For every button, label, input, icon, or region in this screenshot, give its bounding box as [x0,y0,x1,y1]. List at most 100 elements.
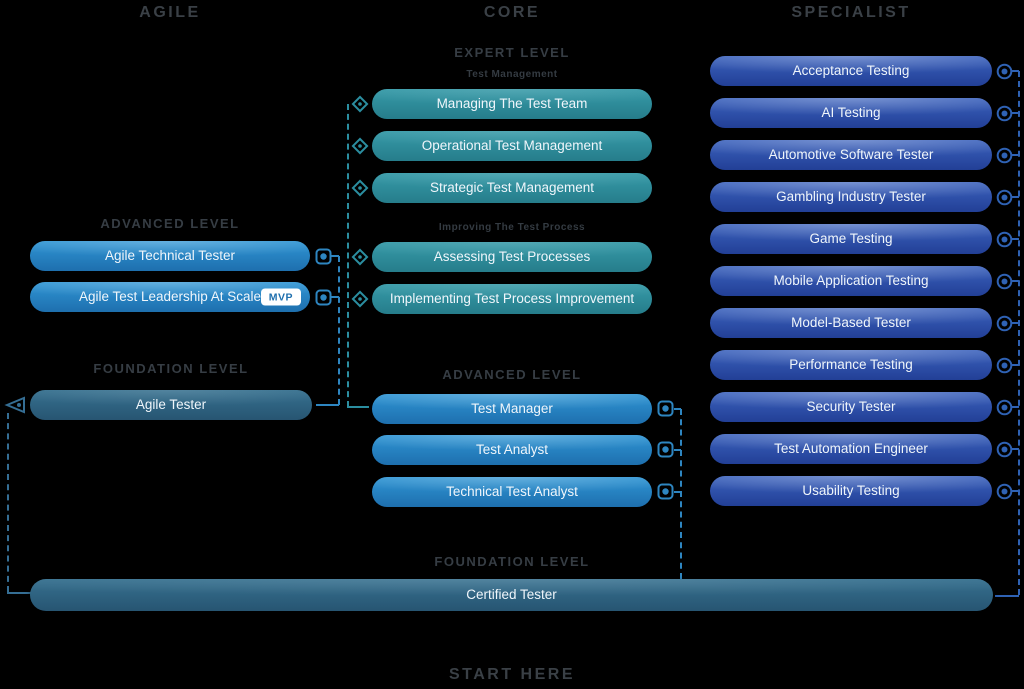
target-icon [315,248,332,265]
ring-icon [996,147,1013,164]
pill-label: Operational Test Management [421,138,603,153]
pill-automotive-software-tester[interactable]: Automotive Software Tester [710,140,992,170]
specialist-stub [1012,448,1019,450]
specialist-stub [1012,112,1019,114]
agile-advanced-connector-elbow [316,404,339,406]
pill-label: Security Tester [806,399,896,414]
ring-icon [996,483,1013,500]
target-icon [657,483,674,500]
ring-icon [996,189,1013,206]
specialist-connector-elbow [995,595,1019,597]
core-advanced-stub-2 [674,449,681,451]
pill-label: Implementing Test Process Improvement [389,291,635,306]
diamond-icon [351,137,369,155]
pill-label: Mobile Application Testing [773,273,929,288]
pill-certified-tester[interactable]: Certified Tester [30,579,993,611]
specialist-stub [1012,154,1019,156]
pill-ai-testing[interactable]: AI Testing [710,98,992,128]
expert-to-advanced-connector-line [347,104,349,407]
diamond-icon [351,290,369,308]
pill-label: Performance Testing [789,357,913,372]
pill-usability-testing[interactable]: Usability Testing [710,476,992,506]
pill-assessing-test-processes[interactable]: Assessing Test Processes [372,242,652,272]
pill-test-automation-engineer[interactable]: Test Automation Engineer [710,434,992,464]
agile-advanced-stub-1 [331,255,339,257]
pill-test-manager[interactable]: Test Manager [372,394,652,424]
pill-label: Gambling Industry Tester [776,189,926,204]
foundation-level-label: FOUNDATION LEVEL [434,554,590,569]
pill-technical-test-analyst[interactable]: Technical Test Analyst [372,477,652,507]
ring-icon [996,273,1013,290]
pill-implementing-test-process-improvement[interactable]: Implementing Test Process Improvement [372,284,652,314]
column-header-agile: AGILE [139,4,201,21]
pill-label: Game Testing [809,231,893,246]
core-advanced-stub-1 [674,408,681,410]
pill-acceptance-testing[interactable]: Acceptance Testing [710,56,992,86]
target-icon [657,441,674,458]
specialist-stub [1012,70,1019,72]
ring-icon [996,357,1013,374]
pill-operational-test-management[interactable]: Operational Test Management [372,131,652,161]
pill-label: Usability Testing [802,483,900,498]
expert-connector-elbow [347,406,369,408]
pill-agile-tester[interactable]: Agile Tester [30,390,312,420]
column-header-core: CORE [483,4,541,21]
pill-label: Acceptance Testing [792,63,910,78]
pill-agile-test-leadership-at-scale[interactable]: Agile Test Leadership At Scale MVP [30,282,310,312]
improving-test-process-group-label: Improving The Test Process [438,222,586,233]
specialist-stub [1012,406,1019,408]
core-advanced-level-label: ADVANCED LEVEL [442,367,582,382]
pill-label: Automotive Software Tester [768,147,934,162]
triangle-icon [4,396,25,414]
agile-foundation-level-label: FOUNDATION LEVEL [93,361,249,376]
pill-agile-technical-tester[interactable]: Agile Technical Tester [30,241,310,271]
specialist-stub [1012,280,1019,282]
pill-strategic-test-management[interactable]: Strategic Test Management [372,173,652,203]
test-management-group-label: Test Management [466,69,558,80]
pill-security-tester[interactable]: Security Tester [710,392,992,422]
target-icon [657,400,674,417]
pill-label: Test Automation Engineer [774,441,928,456]
specialist-stub [1012,322,1019,324]
pill-label: Agile Test Leadership At Scale [78,289,262,304]
pill-mobile-application-testing[interactable]: Mobile Application Testing [710,266,992,296]
agile-advanced-connector-line [338,256,340,405]
target-icon [315,289,332,306]
pill-label: Certified Tester [466,587,557,602]
agile-advanced-stub-2 [331,296,339,298]
ring-icon [996,441,1013,458]
ring-icon [996,105,1013,122]
ring-icon [996,399,1013,416]
agile-foundation-connector-elbow [7,592,31,594]
pill-label: Strategic Test Management [429,180,595,195]
pill-test-analyst[interactable]: Test Analyst [372,435,652,465]
pill-gambling-industry-tester[interactable]: Gambling Industry Tester [710,182,992,212]
core-advanced-to-foundation-line [680,409,682,579]
specialist-stub [1012,364,1019,366]
specialist-stub [1012,238,1019,240]
pill-performance-testing[interactable]: Performance Testing [710,350,992,380]
start-here-label: START HERE [448,666,576,683]
pill-label: Agile Technical Tester [104,248,236,263]
pill-managing-the-test-team[interactable]: Managing The Test Team [372,89,652,119]
column-header-specialist: SPECIALIST [791,4,911,21]
core-expert-level-label: EXPERT LEVEL [454,45,570,60]
diamond-icon [351,95,369,113]
specialist-stub [1012,196,1019,198]
agile-foundation-to-certified-line [7,413,9,592]
mvp-badge: MVP [260,288,301,306]
pill-label: AI Testing [821,105,881,120]
pill-model-based-tester[interactable]: Model-Based Tester [710,308,992,338]
pill-label: Technical Test Analyst [446,484,578,499]
diamond-icon [351,248,369,266]
ring-icon [996,231,1013,248]
pill-label: Assessing Test Processes [433,249,591,264]
pill-label: Test Manager [471,401,553,416]
pill-label: Agile Tester [135,397,207,412]
core-advanced-stub-3 [674,491,681,493]
ring-icon [996,63,1013,80]
pill-label: Managing The Test Team [436,96,588,111]
pill-game-testing[interactable]: Game Testing [710,224,992,254]
agile-advanced-level-label: ADVANCED LEVEL [100,216,240,231]
